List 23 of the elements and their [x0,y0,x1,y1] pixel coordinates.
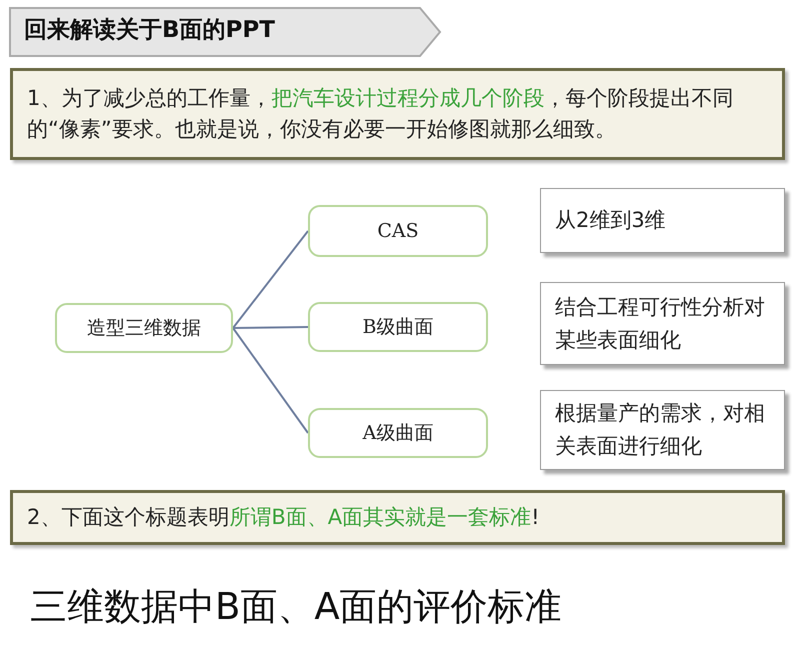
rounded-box [308,302,488,352]
connector-line [232,230,309,329]
note-box [10,490,785,545]
connector-line [232,326,308,329]
node-text: 2、下面这个标题表明所谓B面、A面其实就是一套标准! [27,504,540,531]
node-text: B级曲面 [362,315,434,340]
node-text: 造型三维数据 [87,316,201,341]
note-box [10,68,785,160]
card-box [540,390,785,470]
card-box [540,282,785,365]
node-text: CAS [377,220,419,242]
node-text: 结合工程可行性分析对某些表面细化 [555,294,766,354]
rounded-box [55,303,233,353]
node-text: A级曲面 [362,421,434,446]
node-text: 从2维到3维 [555,207,666,234]
node-text: 1、为了减少总的工作量，把汽车设计过程分成几个阶段，每个阶段提出不同的“像素”要求。也就是说，你没有必要一开始修图就那么细致。 [27,84,734,143]
title: 回来解读关于B面的PPT [24,16,275,45]
rounded-box [308,408,488,458]
connector-line [232,327,309,434]
heading-text: 三维数据中B面、A面的评价标准 [30,584,562,630]
rounded-box [308,205,488,257]
card-box [540,188,785,253]
node-text: 根据量产的需求，对相关表面进行细化 [555,400,766,460]
